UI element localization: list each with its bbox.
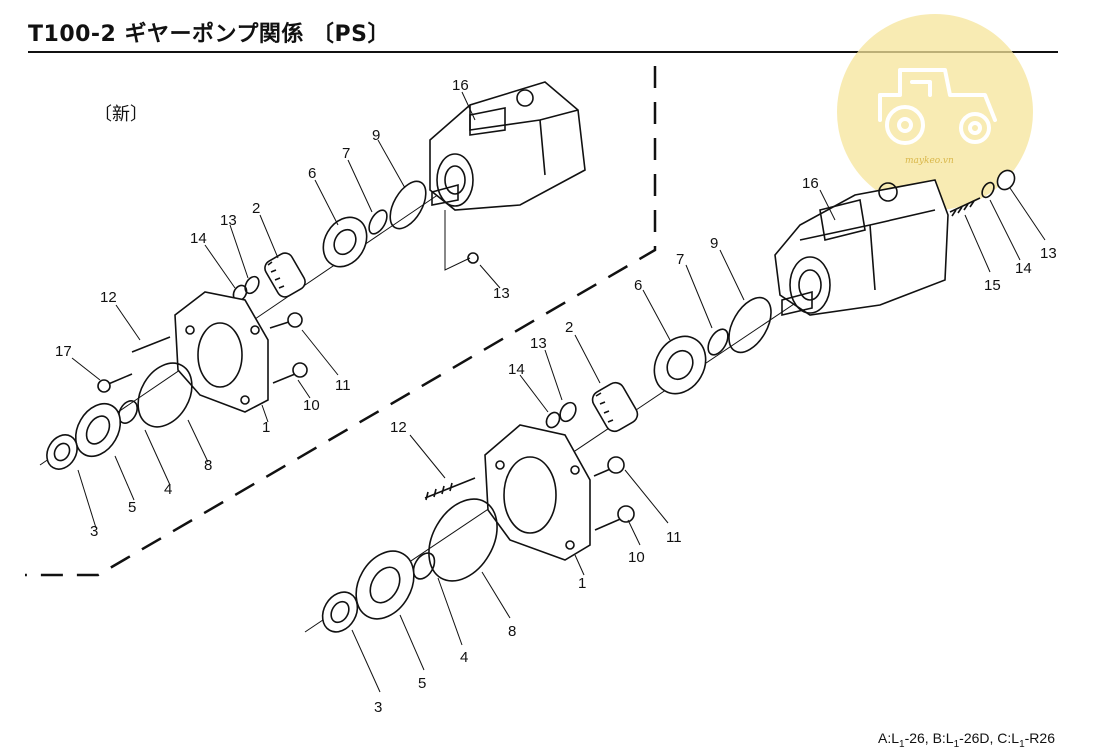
callout-10: 10 xyxy=(628,549,645,566)
callout-14: 14 xyxy=(1015,260,1032,277)
callout-1: 1 xyxy=(262,419,270,436)
callout-6: 6 xyxy=(308,165,316,182)
callout-4: 4 xyxy=(164,481,172,498)
pump-body-16-lower xyxy=(774,179,949,317)
callout-14: 14 xyxy=(190,230,207,247)
callout-8: 8 xyxy=(508,623,516,640)
model-b-prefix: B:L xyxy=(932,730,954,746)
callout-12: 12 xyxy=(390,419,407,436)
upper-assembly xyxy=(39,81,586,529)
callout-12: 12 xyxy=(100,289,117,306)
housing-1-lower xyxy=(484,424,591,561)
model-applicability-note: A:L1-26, B:L1-26D, C:L1-R26 xyxy=(878,730,1055,750)
callouts-lower: 16 15 14 13 9 7 6 2 13 14 12 11 10 1 8 4… xyxy=(374,175,1057,716)
callout-16: 16 xyxy=(452,77,469,94)
callout-3: 3 xyxy=(374,699,382,716)
callout-13: 13 xyxy=(530,335,547,352)
title-underline xyxy=(28,51,1058,53)
watermark-text: maykeo.vn xyxy=(905,156,954,166)
page-title: T100-2 ギヤーポンプ関係 〔PS〕 xyxy=(28,22,390,47)
separator-dashed-line xyxy=(25,66,657,577)
callout-2: 2 xyxy=(565,319,573,336)
callout-3: 3 xyxy=(90,523,98,540)
model-c-sub: 1 xyxy=(1019,738,1025,750)
callout-2: 2 xyxy=(252,200,260,217)
variant-label-new: 〔新〕 xyxy=(94,104,148,125)
callout-15: 15 xyxy=(984,277,1001,294)
pump-body-16 xyxy=(429,81,586,211)
gear-2 xyxy=(264,252,306,298)
callout-5: 5 xyxy=(418,675,426,692)
callout-14: 14 xyxy=(508,361,525,378)
model-c-prefix: C:L xyxy=(997,730,1020,746)
model-a-sub: 1 xyxy=(899,738,905,750)
callout-11: 11 xyxy=(666,529,682,546)
model-c-suffix: -R26 xyxy=(1024,730,1055,746)
model-b-suffix: -26D, xyxy=(959,730,994,746)
model-a-suffix: -26, xyxy=(904,730,929,746)
callout-8: 8 xyxy=(204,457,212,474)
callout-6: 6 xyxy=(634,277,642,294)
callout-1: 1 xyxy=(578,575,586,592)
callout-17: 17 xyxy=(55,343,72,360)
model-b-sub: 1 xyxy=(953,738,960,750)
callout-7: 7 xyxy=(676,251,684,268)
callout-9: 9 xyxy=(372,127,380,144)
callout-7: 7 xyxy=(342,145,350,162)
callout-5: 5 xyxy=(128,499,136,516)
callout-9: 9 xyxy=(710,235,718,252)
callout-13b: 13 xyxy=(493,285,510,302)
callout-13: 13 xyxy=(220,212,237,229)
lower-assembly xyxy=(304,169,1046,693)
callout-13: 13 xyxy=(1040,245,1057,262)
housing-1 xyxy=(174,291,269,413)
model-a-prefix: A:L xyxy=(877,730,899,746)
callouts-upper: 16 9 7 6 2 13 14 12 17 11 10 1 8 4 5 3 1… xyxy=(55,77,510,540)
callout-11: 11 xyxy=(335,377,351,394)
callout-16: 16 xyxy=(802,175,819,192)
tractor-logo-icon: maykeo.vn xyxy=(837,14,1033,210)
callout-10: 10 xyxy=(303,397,320,414)
gear-5-upper xyxy=(74,402,122,458)
callout-4: 4 xyxy=(460,649,468,666)
